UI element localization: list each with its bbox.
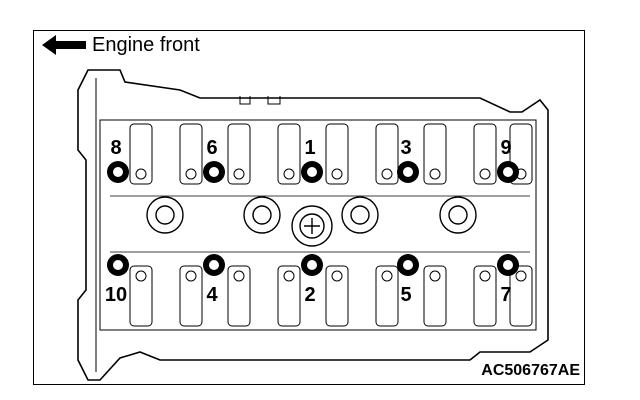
- bolt-socket: [113, 260, 123, 270]
- rocker-arm: [423, 123, 447, 185]
- bolts-layer: 8 6 1 3 9 10 4 2 5 7: [105, 137, 519, 306]
- rocker-arm: [277, 123, 301, 185]
- bolt-number: 8: [110, 137, 121, 159]
- valve-tip: [479, 270, 491, 282]
- bolt-socket: [503, 260, 513, 270]
- bolt-socket: [209, 260, 219, 270]
- cylinder-head-outline: [77, 69, 549, 381]
- rocker-arm: [375, 123, 399, 185]
- bolt-3: 3: [397, 137, 419, 183]
- cam-bearings: [146, 196, 477, 247]
- rocker-arm: [277, 265, 301, 327]
- rocker-arm: [509, 123, 533, 185]
- valve-tip: [429, 168, 441, 180]
- valve-tip: [233, 270, 245, 282]
- bolt-socket: [503, 167, 513, 177]
- valve-tip: [381, 168, 393, 180]
- rocker-arm: [473, 123, 497, 185]
- bolt-7: 7: [497, 254, 519, 306]
- valve-tip: [135, 168, 147, 180]
- bolt-5: 5: [397, 254, 419, 306]
- bolt-socket: [307, 260, 317, 270]
- rocker-arm-details: [129, 123, 533, 327]
- bolt-socket: [113, 167, 123, 177]
- rocker-arm: [129, 265, 153, 327]
- figure-code: AC506767AE: [481, 362, 580, 379]
- bolt-socket: [403, 167, 413, 177]
- rocker-arm: [325, 265, 349, 327]
- bolt-socket: [307, 167, 317, 177]
- rocker-arm: [129, 123, 153, 185]
- bolt-number: 2: [304, 284, 315, 306]
- valve-tip: [185, 270, 197, 282]
- bolt-socket: [209, 167, 219, 177]
- bolt-9: 9: [497, 137, 519, 183]
- valve-tip: [283, 168, 295, 180]
- rocker-arm: [509, 265, 533, 327]
- valve-tip: [515, 270, 527, 282]
- bolt-8: 8: [107, 137, 129, 183]
- bolt-10: 10: [105, 254, 129, 306]
- bolt-number: 1: [304, 137, 315, 159]
- bolt-2: 2: [301, 254, 323, 306]
- bolt-number: 5: [400, 284, 411, 306]
- rocker-arm: [375, 265, 399, 327]
- valve-tip: [135, 270, 147, 282]
- rocker-arm: [473, 265, 497, 327]
- bolt-4: 4: [203, 254, 225, 306]
- valve-tip: [185, 168, 197, 180]
- bolt-number: 4: [206, 284, 218, 306]
- valve-tip: [381, 270, 393, 282]
- engine-front-indicator: Engine front: [42, 33, 200, 57]
- bolt-number: 9: [500, 137, 511, 159]
- engine-front-label: Engine front: [92, 34, 200, 56]
- rocker-arm: [179, 265, 203, 327]
- valve-tip: [331, 168, 343, 180]
- rocker-arm: [227, 123, 251, 185]
- bolt-number: 6: [206, 137, 217, 159]
- bolt-socket: [403, 260, 413, 270]
- rocker-arm: [423, 265, 447, 327]
- valve-tip: [233, 168, 245, 180]
- bolt-1: 1: [301, 137, 323, 183]
- bolt-6: 6: [203, 137, 225, 183]
- bolt-number: 10: [105, 284, 127, 306]
- rocker-arm: [179, 123, 203, 185]
- valve-tip: [331, 270, 343, 282]
- rocker-arm: [227, 265, 251, 327]
- bolt-number: 7: [500, 284, 511, 306]
- valve-tip: [479, 168, 491, 180]
- arrow-left-icon: [42, 35, 86, 55]
- rocker-arm: [325, 123, 349, 185]
- bolt-number: 3: [400, 137, 411, 159]
- valve-tip: [429, 270, 441, 282]
- valve-tip: [283, 270, 295, 282]
